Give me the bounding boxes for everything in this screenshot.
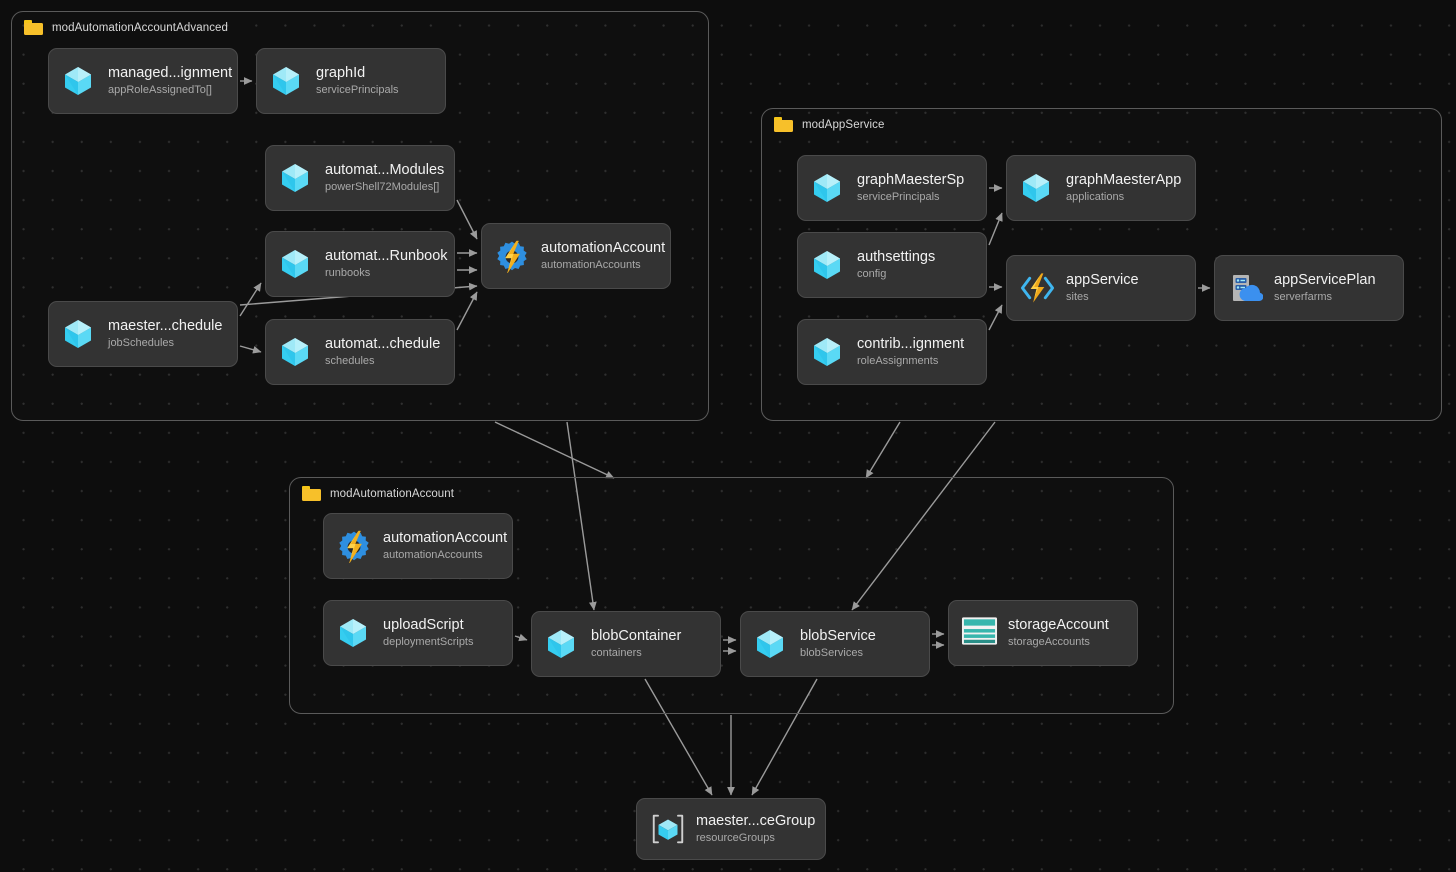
node-title: maester...ceGroup — [696, 813, 816, 829]
app-service-plan-icon — [1227, 271, 1264, 305]
folder-icon — [774, 117, 793, 132]
automation-account-icon — [336, 529, 370, 564]
node-managedIdentityAssignment[interactable]: managed...ignment appRoleAssignedTo[] — [48, 48, 238, 114]
automation-account-icon — [494, 239, 528, 274]
group-modAutomationAccount[interactable]: modAutomationAccount — [289, 477, 1174, 714]
node-maesterSchedule[interactable]: maester...chedule jobSchedules — [48, 301, 238, 367]
node-title: appServicePlan — [1274, 272, 1376, 288]
node-title: automat...chedule — [325, 336, 441, 352]
cube-icon — [61, 64, 95, 98]
node-subtitle: automationAccounts — [541, 259, 641, 271]
node-subtitle: schedules — [325, 355, 375, 367]
cube-icon — [810, 248, 844, 282]
node-subtitle: resourceGroups — [696, 832, 775, 844]
node-title: storageAccount — [1008, 617, 1109, 633]
node-storageAccount[interactable]: storageAccount storageAccounts — [948, 600, 1138, 666]
node-title: blobService — [800, 628, 876, 644]
node-title: contrib...ignment — [857, 336, 965, 352]
node-subtitle: runbooks — [325, 267, 371, 279]
node-title: automationAccount — [541, 240, 666, 256]
group-modAutomationAccountAdvanced[interactable]: modAutomationAccountAdvanced — [11, 11, 709, 421]
node-title: authsettings — [857, 249, 936, 265]
node-subtitle: storageAccounts — [1008, 636, 1090, 648]
node-authsettings[interactable]: authsettings config — [797, 232, 987, 298]
cube-icon — [278, 335, 312, 369]
node-blobContainer[interactable]: blobContainer containers — [531, 611, 721, 677]
group-title: modAppService — [802, 118, 885, 131]
node-subtitle: appRoleAssignedTo[] — [108, 84, 212, 96]
node-contributorAssignment[interactable]: contrib...ignment roleAssignments — [797, 319, 987, 385]
group-header: modAutomationAccount — [302, 486, 454, 501]
node-subtitle: config — [857, 268, 887, 280]
node-subtitle: servicePrincipals — [316, 84, 399, 96]
node-appService[interactable]: appService sites — [1006, 255, 1196, 321]
node-automationAccountInner[interactable]: automationAccount automationAccounts — [323, 513, 513, 579]
group-modAppService[interactable]: modAppService — [761, 108, 1442, 421]
cube-icon — [278, 247, 312, 281]
folder-icon — [302, 486, 321, 501]
node-title: blobContainer — [591, 628, 682, 644]
edge-modAutomationAccountAdvanced-to-modAutomationAccount — [494, 421, 615, 479]
cube-icon — [810, 335, 844, 369]
folder-icon — [24, 20, 43, 35]
node-title: automat...Runbook — [325, 248, 448, 264]
node-subtitle: roleAssignments — [857, 355, 939, 367]
node-subtitle: applications — [1066, 191, 1125, 203]
app-service-icon — [1019, 271, 1055, 305]
node-subtitle: serverfarms — [1274, 291, 1333, 303]
node-title: automat...Modules — [325, 162, 445, 178]
cube-icon — [753, 627, 787, 661]
resource-group-icon — [649, 812, 684, 846]
node-graphMaesterSp[interactable]: graphMaesterSp servicePrincipals — [797, 155, 987, 221]
cube-icon — [810, 171, 844, 205]
group-title: modAutomationAccount — [330, 487, 455, 500]
node-title: graphMaesterApp — [1066, 172, 1182, 188]
node-automationAccountAdvanced[interactable]: automationAccount automationAccounts — [481, 223, 671, 289]
cube-icon — [269, 64, 303, 98]
node-title: uploadScript — [383, 617, 464, 633]
node-graphMaesterApp[interactable]: graphMaesterApp applications — [1006, 155, 1196, 221]
storage-account-icon — [961, 616, 998, 650]
node-uploadScript[interactable]: uploadScript deploymentScripts — [323, 600, 513, 666]
group-header: modAppService — [774, 117, 884, 132]
node-title: maester...chedule — [108, 318, 223, 334]
node-title: graphId — [316, 65, 366, 81]
cube-icon — [61, 317, 95, 351]
node-automationRunbook[interactable]: automat...Runbook runbooks — [265, 231, 455, 297]
group-title: modAutomationAccountAdvanced — [52, 21, 229, 34]
node-title: managed...ignment — [108, 65, 233, 81]
node-subtitle: powerShell72Modules[] — [325, 181, 440, 193]
node-subtitle: deploymentScripts — [383, 636, 474, 648]
node-subtitle: jobSchedules — [108, 337, 175, 349]
node-appServicePlan[interactable]: appServicePlan serverfarms — [1214, 255, 1404, 321]
node-automationModules[interactable]: automat...Modules powerShell72Modules[] — [265, 145, 455, 211]
node-subtitle: blobServices — [800, 647, 863, 659]
node-subtitle: containers — [591, 647, 642, 659]
node-graphId[interactable]: graphId servicePrincipals — [256, 48, 446, 114]
node-maesterResourceGroup[interactable]: maester...ceGroup resourceGroups — [636, 798, 826, 860]
node-automationSchedule[interactable]: automat...chedule schedules — [265, 319, 455, 385]
node-title: appService — [1066, 272, 1139, 288]
node-subtitle: servicePrincipals — [857, 191, 940, 203]
group-header: modAutomationAccountAdvanced — [24, 20, 228, 35]
cube-icon — [278, 161, 312, 195]
node-subtitle: sites — [1066, 291, 1089, 303]
cube-icon — [544, 627, 578, 661]
node-title: graphMaesterSp — [857, 172, 965, 188]
node-blobService[interactable]: blobService blobServices — [740, 611, 930, 677]
edge-modAppService-to-modAutomationAccount — [865, 421, 901, 479]
cube-icon — [1019, 171, 1053, 205]
node-title: automationAccount — [383, 530, 508, 546]
node-subtitle: automationAccounts — [383, 549, 483, 561]
cube-icon — [336, 616, 370, 650]
